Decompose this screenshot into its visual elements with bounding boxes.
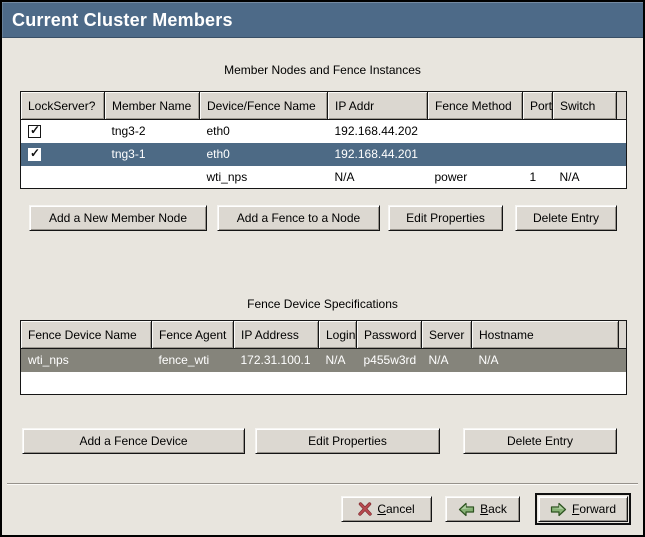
- lockserver-cell: [20, 165, 105, 189]
- ip-address-cell: 172.31.100.1: [233, 348, 319, 372]
- footer-separator: [7, 483, 638, 485]
- fence-device-row-wti-nps-selected[interactable]: wti_nps fence_wti 172.31.100.1 N/A p455w…: [20, 348, 627, 372]
- column-header-filler: [616, 91, 627, 120]
- member-nodes-table: LockServer? Member Name Device/Fence Nam…: [20, 91, 627, 189]
- fence-method-cell: [427, 119, 523, 143]
- cancel-label: Cancel: [377, 502, 415, 516]
- login-cell: N/A: [318, 348, 357, 372]
- port-cell: 1: [522, 165, 553, 189]
- header-banner: Current Cluster Members: [2, 2, 643, 38]
- column-header-password[interactable]: Password: [356, 320, 422, 349]
- filler-cell: [618, 348, 627, 372]
- column-header-member-name[interactable]: Member Name: [104, 91, 200, 120]
- filler-cell: [616, 119, 627, 143]
- lockserver-cell: ✓: [20, 142, 105, 166]
- member-name-cell: tng3-2: [104, 119, 200, 143]
- column-header-switch[interactable]: Switch: [552, 91, 617, 120]
- edit-fence-properties-button[interactable]: Edit Properties: [255, 428, 440, 454]
- forward-button[interactable]: Forward: [535, 493, 631, 525]
- cancel-button[interactable]: Cancel: [341, 496, 432, 522]
- server-cell: N/A: [421, 348, 472, 372]
- fence-method-cell: [427, 142, 523, 166]
- ip-addr-cell: 192.168.44.201: [327, 142, 428, 166]
- arrow-right-icon: [550, 502, 567, 517]
- empty-table-area: [20, 371, 627, 395]
- edit-member-properties-button[interactable]: Edit Properties: [388, 205, 503, 231]
- column-header-lockserver[interactable]: LockServer?: [20, 91, 105, 120]
- device-fence-name-cell: wti_nps: [199, 165, 328, 189]
- member-table-buttons: Add a New Member Node Add a Fence to a N…: [29, 205, 617, 231]
- empty-area-cell: [20, 371, 627, 395]
- device-fence-name-cell: eth0: [199, 119, 328, 143]
- member-row-tng3-2[interactable]: ✓ tng3-2 eth0 192.168.44.202: [20, 119, 627, 143]
- footer-button-bar: Cancel Back Forward: [2, 493, 643, 525]
- member-name-cell: [104, 165, 200, 189]
- password-cell: p455w3rd: [356, 348, 422, 372]
- back-label: Back: [480, 502, 507, 516]
- add-fence-to-node-button[interactable]: Add a Fence to a Node: [217, 205, 380, 231]
- checkmark-icon: ✓: [30, 123, 41, 138]
- add-fence-device-button[interactable]: Add a Fence Device: [22, 428, 245, 454]
- switch-cell: [552, 142, 617, 166]
- fence-table-header-row: Fence Device Name Fence Agent IP Address…: [20, 320, 627, 349]
- ip-addr-cell: 192.168.44.202: [327, 119, 428, 143]
- fence-table-buttons: Add a Fence Device Edit Properties Delet…: [22, 428, 617, 454]
- lockserver-checkbox[interactable]: ✓: [28, 146, 41, 162]
- filler-cell: [616, 165, 627, 189]
- filler-cell: [616, 142, 627, 166]
- member-name-cell: tng3-1: [104, 142, 200, 166]
- port-cell: [522, 142, 553, 166]
- column-header-fence-agent[interactable]: Fence Agent: [151, 320, 234, 349]
- fence-table-caption: Fence Device Specifications: [247, 297, 398, 311]
- column-header-ip-addr[interactable]: IP Addr: [327, 91, 428, 120]
- column-header-fence-method[interactable]: Fence Method: [427, 91, 523, 120]
- column-header-filler: [618, 320, 627, 349]
- column-header-ip-address[interactable]: IP Address: [233, 320, 319, 349]
- forward-label: Forward: [571, 502, 617, 516]
- column-header-fence-device-name[interactable]: Fence Device Name: [20, 320, 152, 349]
- lockserver-checkbox[interactable]: ✓: [28, 123, 41, 139]
- switch-cell: N/A: [552, 165, 617, 189]
- column-header-hostname[interactable]: Hostname: [471, 320, 619, 349]
- cancel-x-icon: [358, 502, 373, 516]
- device-fence-name-cell: eth0: [199, 142, 328, 166]
- switch-cell: [552, 119, 617, 143]
- add-new-member-node-button[interactable]: Add a New Member Node: [29, 205, 207, 231]
- back-button[interactable]: Back: [445, 496, 520, 522]
- port-cell: [522, 119, 553, 143]
- member-table-caption: Member Nodes and Fence Instances: [224, 63, 421, 77]
- member-table-header-row: LockServer? Member Name Device/Fence Nam…: [20, 91, 627, 120]
- ip-addr-cell: N/A: [327, 165, 428, 189]
- column-header-login[interactable]: Login: [318, 320, 357, 349]
- checkmark-icon: ✓: [30, 146, 41, 161]
- hostname-cell: N/A: [471, 348, 619, 372]
- lockserver-cell: ✓: [20, 119, 105, 143]
- fence-device-name-cell: wti_nps: [20, 348, 152, 372]
- column-header-port[interactable]: Port: [522, 91, 553, 120]
- delete-member-entry-button[interactable]: Delete Entry: [515, 205, 617, 231]
- arrow-left-icon: [458, 502, 475, 517]
- fence-method-cell: power: [427, 165, 523, 189]
- page-title: Current Cluster Members: [12, 9, 233, 30]
- column-header-device-fence-name[interactable]: Device/Fence Name: [199, 91, 328, 120]
- fence-devices-table: Fence Device Name Fence Agent IP Address…: [20, 320, 627, 395]
- column-header-server[interactable]: Server: [421, 320, 472, 349]
- delete-fence-entry-button[interactable]: Delete Entry: [463, 428, 617, 454]
- fence-instance-row-wti-nps[interactable]: wti_nps N/A power 1 N/A: [20, 165, 627, 189]
- member-row-tng3-1-selected[interactable]: ✓ tng3-1 eth0 192.168.44.201: [20, 142, 627, 166]
- fence-agent-cell: fence_wti: [151, 348, 234, 372]
